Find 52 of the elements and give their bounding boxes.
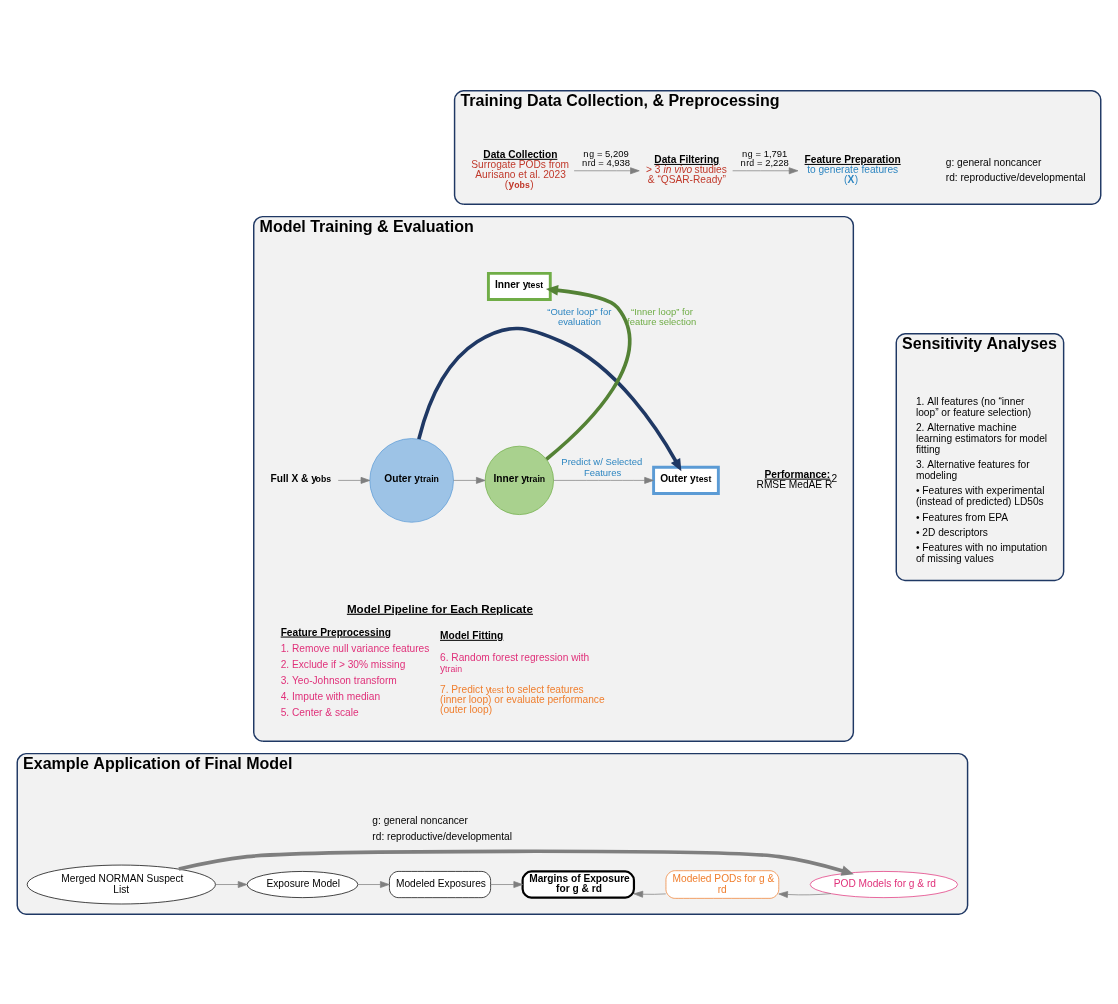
arrow <box>553 476 654 484</box>
label: 1. All features (no “inner loop” or feature selection) <box>915 395 1032 418</box>
label: • Features from EPA <box>915 511 1009 523</box>
node-ellipse: Exposure Model <box>246 870 359 898</box>
arrow <box>778 890 832 898</box>
node-box: Margins of Exposure for g & rd <box>521 869 636 899</box>
arrow <box>545 284 632 461</box>
arrow <box>178 849 854 876</box>
label: 3. Alternative features for modeling <box>915 458 1030 481</box>
node-text: Data Collection Surrogate PODs from Aurisano et al. 2023 (yobs) <box>471 148 570 190</box>
arrow <box>453 476 486 484</box>
arrow <box>337 476 371 484</box>
arrow <box>215 880 248 888</box>
edge-label: ng = 5,209 nrd = 4,938 <box>581 147 631 168</box>
label: • 2D descriptors <box>915 526 988 538</box>
arrow <box>573 166 640 174</box>
edge-label: “Outer loop” for evaluation <box>547 305 612 327</box>
label: • Features with no imputation of missing values <box>915 541 1048 564</box>
label: rd: reproductive/developmental <box>945 171 1086 183</box>
label: 1. Remove null variance features <box>280 642 430 654</box>
arrow <box>357 880 390 888</box>
arrow <box>417 326 682 471</box>
label: g: general noncancer <box>945 156 1042 168</box>
arrow <box>490 880 523 888</box>
node-box: Modeled Exposures <box>389 870 491 898</box>
label: 6. Random forest regression with ytrain <box>440 651 590 674</box>
node-ellipse: POD Models for g & rd <box>809 870 958 898</box>
label: 3. Yeo-Johnson transform <box>280 674 397 686</box>
label: 2. Exclude if > 30% missing <box>280 658 406 670</box>
edge-label: ng = 1,791 nrd = 2,228 <box>740 147 789 168</box>
label: 4. Impute with median <box>280 690 381 702</box>
label: g: general noncancer <box>372 814 468 826</box>
edge-label: Predict w/ Selected Features <box>561 455 643 478</box>
node-text: Data Filtering > 3 in vivo studies & “QSAR-Ready” <box>645 153 727 185</box>
arrow <box>732 166 799 174</box>
label: 5. Center & scale <box>280 706 359 718</box>
arrow <box>633 890 667 898</box>
label: Model Pipeline for Each Replicate <box>346 601 533 615</box>
edge-label: “Inner loop” for feature selection <box>627 305 697 327</box>
label: Feature Preprocessing <box>280 626 391 638</box>
label: rd: reproductive/developmental <box>372 830 513 842</box>
node-box: Modeled PODs for g & rd <box>665 869 780 899</box>
node-circle: Inner ytrain <box>484 445 554 515</box>
node-box: Inner ytest <box>486 271 552 301</box>
node-box: Outer ytest <box>652 465 720 495</box>
label: • Features with experimental (instead of predicted) LD50s <box>915 484 1045 507</box>
node-ellipse: Merged NORMAN Suspect List <box>26 864 216 904</box>
label: Model Fitting <box>440 629 504 641</box>
node-text: Feature Preparation to generate features (X) <box>804 153 901 185</box>
node-text: Full X & yobs <box>270 472 332 484</box>
node-circle: Outer ytrain <box>369 437 454 523</box>
label: 2. Alternative machine learning estimators for model fitting <box>915 421 1048 455</box>
